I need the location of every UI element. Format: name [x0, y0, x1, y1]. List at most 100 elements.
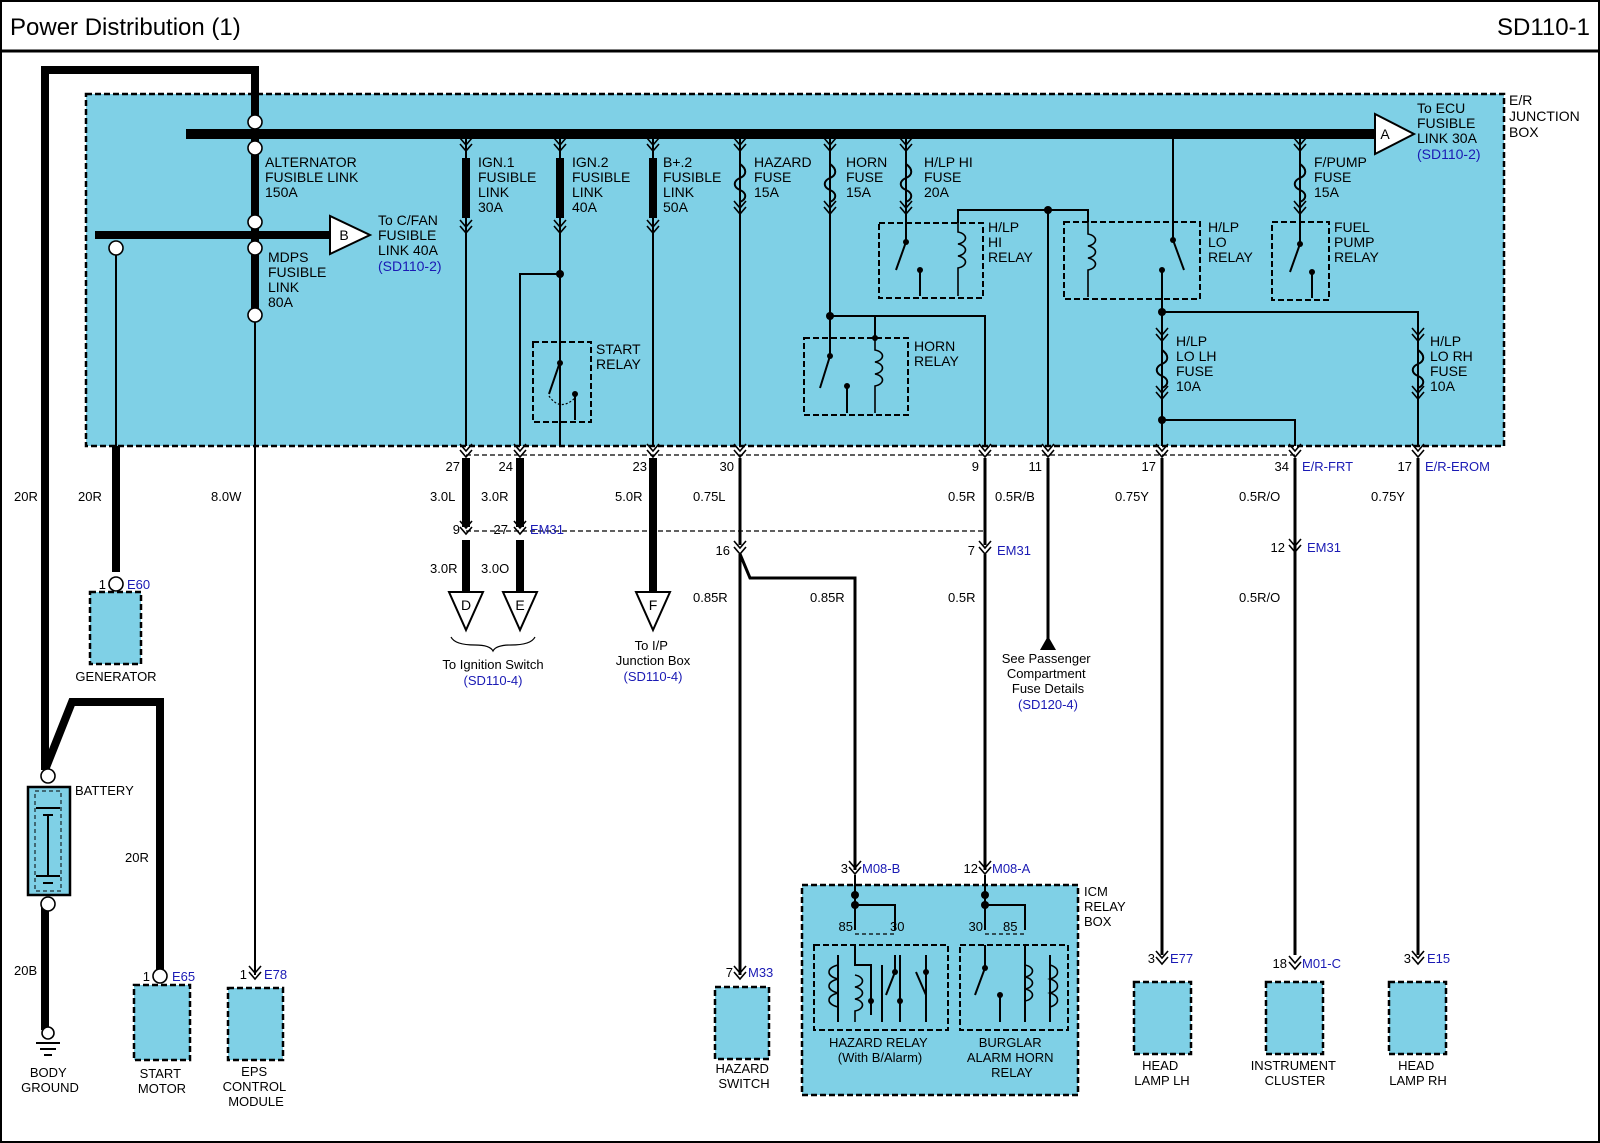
- hlp-lo-relay-box: [1063, 221, 1201, 300]
- wire-0-85r-a: 0.85R: [693, 590, 728, 605]
- wire-0-5r-a: 0.5R: [948, 489, 975, 504]
- burglar-relay-node-1: [981, 891, 989, 899]
- hlp-lo-lh-junction-dot: [1158, 416, 1166, 424]
- mdps-terminal-top: [247, 214, 263, 230]
- hazard-relay-box: [813, 944, 949, 1031]
- hazard-relay-coil: [854, 974, 864, 1022]
- burglar-relay-contact-a: [982, 965, 988, 971]
- pin-27: 27: [446, 459, 460, 474]
- start-relay-box: [532, 341, 592, 423]
- wire-20r-generator: 20R: [78, 489, 102, 504]
- bus-a-letter: A: [1380, 126, 1390, 142]
- burglar-relay-pin-85: 85: [1003, 919, 1017, 934]
- horn-relay-contact-1: [827, 353, 833, 359]
- passenger-label: See Passenger Compartment Fuse Details: [1002, 651, 1095, 696]
- hlp-lo-lh-fuse-label: H/LP LO LH FUSE 10A: [1176, 333, 1220, 394]
- wire-20b: 20B: [14, 963, 37, 978]
- ground-terminal: [41, 1026, 55, 1040]
- start-motor-label: START MOTOR: [138, 1066, 186, 1096]
- head-lamp-lh-pin-3: 3: [1148, 951, 1155, 966]
- burglar-relay-resistor: [1047, 964, 1059, 1008]
- burglar-relay-node-2: [981, 901, 989, 909]
- instrument-cluster-pin-18: 18: [1273, 956, 1287, 971]
- bus-a-label: To ECU FUSIBLE LINK 30A: [1417, 100, 1479, 146]
- hazard-switch-pin-7: 7: [726, 965, 733, 980]
- bplus2-label: B+.2 FUSIBLE LINK 50A: [663, 154, 725, 215]
- bus-a-ref: (SD110-2): [1417, 146, 1481, 162]
- burglar-relay-contact-b: [997, 992, 1003, 998]
- horn-relay-label: HORN RELAY: [914, 338, 960, 369]
- mdps-fusible-link-label: MDPS FUSIBLE LINK 80A: [268, 249, 330, 310]
- connector-e65: E65: [172, 969, 195, 984]
- horn-relay-coil: [874, 338, 884, 413]
- start-relay-feed: [519, 273, 560, 446]
- pin-24: 24: [499, 459, 513, 474]
- em31-pin-7: 7: [968, 543, 975, 558]
- head-lamp-lh-label: HEAD LAMP LH: [1134, 1058, 1189, 1088]
- pin-17: 17: [1142, 459, 1156, 474]
- hlp-hi-relay-coil: [957, 223, 967, 296]
- wire-0-5ro-a: 0.5R/O: [1239, 489, 1280, 504]
- terminal-f: [634, 591, 672, 633]
- hazard-relay-contact-d: [897, 998, 903, 1004]
- start-motor-pin: [152, 968, 168, 984]
- head-lamp-rh-label: HEAD LAMP RH: [1389, 1058, 1447, 1088]
- battery-label: BATTERY: [75, 783, 134, 798]
- junction-box-label: E/R JUNCTION BOX: [1509, 92, 1584, 140]
- bus-b-label: To C/FAN FUSIBLE LINK 40A: [378, 212, 442, 258]
- wire-0-5ro-b: 0.5R/O: [1239, 590, 1280, 605]
- head-lamp-rh-box: [1387, 980, 1448, 1056]
- passenger-arrow: [1040, 636, 1056, 650]
- hazard-relay-label: HAZARD RELAY (With B/Alarm): [829, 1035, 931, 1065]
- terminal-e: [501, 591, 539, 633]
- head-lamp-lh-box: [1132, 980, 1193, 1056]
- instrument-cluster-box: [1264, 980, 1325, 1056]
- connector-er-erom: E/R-EROM: [1425, 459, 1490, 474]
- m08a-pin-12: 12: [964, 861, 978, 876]
- ip-junction-label: To I/P Junction Box: [616, 638, 691, 668]
- start-relay-label: START RELAY: [596, 341, 644, 372]
- burglar-relay-pin-30: 30: [969, 919, 983, 934]
- wire-0-75y-a: 0.75Y: [1115, 489, 1149, 504]
- ignition-switch-ref: (SD110-4): [463, 673, 522, 688]
- horn-relay-contact-2: [844, 383, 850, 389]
- wire-3-0o: 3.0O: [481, 561, 509, 576]
- head-lamp-rh-pin-3: 3: [1404, 951, 1411, 966]
- em31-pin-27: 27: [494, 522, 508, 537]
- horn-fuse-label: HORN FUSE 15A: [846, 154, 891, 200]
- wire-0-85r-b: 0.85R: [810, 590, 845, 605]
- hazard-relay-contact-a: [892, 969, 898, 975]
- wire-0-75l: 0.75L: [693, 489, 726, 504]
- em31-pin-16: 16: [716, 543, 730, 558]
- connector-em31-b: EM31: [997, 543, 1031, 558]
- pin-9: 9: [972, 459, 979, 474]
- hazard-switch-box: [713, 985, 771, 1061]
- fpump-fuse-label: F/PUMP FUSE 15A: [1314, 154, 1371, 200]
- hlp-hi-relay-feed: [957, 209, 1049, 446]
- connector-er-frt: E/R-FRT: [1302, 459, 1353, 474]
- hazard-relay-contact-b: [923, 969, 929, 975]
- hazard-relay-node-1: [851, 891, 859, 899]
- connector-em31-c: EM31: [1307, 540, 1341, 555]
- hlp-lo-relay-label: H/LP LO RELAY: [1208, 219, 1254, 265]
- passenger-ref: (SD120-4): [1018, 697, 1078, 712]
- generator-pin: [108, 576, 124, 592]
- terminal-f-letter: F: [649, 597, 658, 613]
- battery-icon: [36, 807, 60, 884]
- eps-pin-1: 1: [240, 967, 247, 982]
- battery-positive-terminal: [40, 768, 56, 784]
- connector-e77: E77: [1170, 951, 1193, 966]
- wire-0-5rb: 0.5R/B: [995, 489, 1035, 504]
- burglar-relay-box: [959, 944, 1069, 1031]
- hlp-lo-contact-2: [1159, 267, 1165, 273]
- alternator-fusible-link-label: ALTERNATOR FUSIBLE LINK 150A: [265, 154, 362, 200]
- page-title: Power Distribution (1): [10, 14, 241, 41]
- em31-pin-12: 12: [1271, 540, 1285, 555]
- horn-relay-output: [830, 315, 986, 446]
- bus-b-ref: (SD110-2): [378, 258, 442, 274]
- hlp-hi-fuse-label: H/LP HI FUSE 20A: [924, 154, 977, 200]
- bus-connector-a: [1374, 112, 1417, 156]
- hazard-relay-node-2: [851, 901, 859, 909]
